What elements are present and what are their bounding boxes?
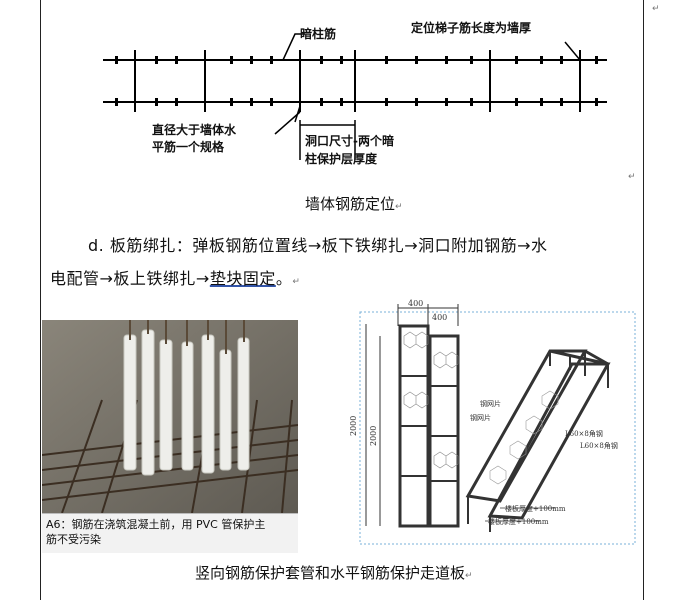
page-border-left <box>40 0 41 600</box>
pvc-sleeve-illustration <box>42 320 298 514</box>
pvc-sleeve-photo: A6：钢筋在浇筑混凝土前，用 PVC 管保护主 筋不受污染 <box>42 320 298 553</box>
paragraph-line2: 电配管→板上铁绑扎→垫块固定。↵ <box>50 265 300 289</box>
paragraph-line2-prefix: 电配管→板上铁绑扎→ <box>50 269 210 288</box>
dim-height-outer: 2000 <box>349 416 358 436</box>
para-mark: ↵ <box>292 277 301 287</box>
dim-top-left: 400 <box>408 299 423 308</box>
dim-top-right: 400 <box>432 313 447 322</box>
label-slab1: 楼板厚度+100mm <box>505 504 566 513</box>
para-mark: ↵ <box>395 202 403 212</box>
label-angle2: L60×8角钢 <box>580 441 618 450</box>
label-hidden-column-bar: 暗柱筋 <box>300 26 336 41</box>
paragraph-line1: d. 板筋绑扎：弹板钢筋位置线→板下铁绑扎→洞口附加钢筋→水 <box>88 236 548 255</box>
bottom-caption: 竖向钢筋保护套管和水平钢筋保护走道板↵ <box>195 562 473 583</box>
bottom-caption-text: 竖向钢筋保护套管和水平钢筋保护走道板 <box>195 564 466 582</box>
return-mark: ↵ <box>652 4 660 14</box>
page-border-right <box>643 0 644 600</box>
label-diameter-line1: 直径大于墙体水 <box>152 122 237 137</box>
dim-height-inner: 2000 <box>369 426 378 446</box>
label-opening-line2: 柱保护层厚度 <box>305 151 378 166</box>
label-opening-line1: 洞口尺寸-两个暗 <box>305 133 394 148</box>
photo-caption-line2: 筋不受污染 <box>46 533 101 546</box>
label-slab2: 楼板厚度+100mm <box>488 517 549 526</box>
walkway-board-drawing: 400 400 2000 2000 钢网片 钢网片 L60×8角钢 <box>349 299 636 545</box>
label-angle1: L60×8角钢 <box>565 429 603 438</box>
paragraph-underlined-link[interactable]: 垫块固定 <box>209 269 276 288</box>
photo-caption-line1: A6：钢筋在浇筑混凝土前，用 PVC 管保护主 <box>46 518 266 531</box>
label-ladder-bar: 定位梯子筋长度为墙厚 <box>411 20 531 35</box>
wall-rebar-diagram: 暗柱筋 定位梯子筋长度为墙厚 直径大于墙体水 平筋一个规格 洞口尺寸-两个暗 柱… <box>103 20 607 166</box>
return-mark: ↵ <box>628 172 636 182</box>
para-mark: ↵ <box>465 571 473 581</box>
label-mesh2: 钢网片 <box>470 413 491 422</box>
figure1-caption: 墙体钢筋定位↵ <box>305 193 403 214</box>
photo-caption: A6：钢筋在浇筑混凝土前，用 PVC 管保护主 筋不受污染 <box>42 513 298 553</box>
label-diameter-line2: 平筋一个规格 <box>152 139 225 154</box>
figure1-caption-text: 墙体钢筋定位 <box>305 195 396 213</box>
label-mesh1: 钢网片 <box>480 399 501 408</box>
paragraph-line2-suffix: 。 <box>275 269 293 288</box>
